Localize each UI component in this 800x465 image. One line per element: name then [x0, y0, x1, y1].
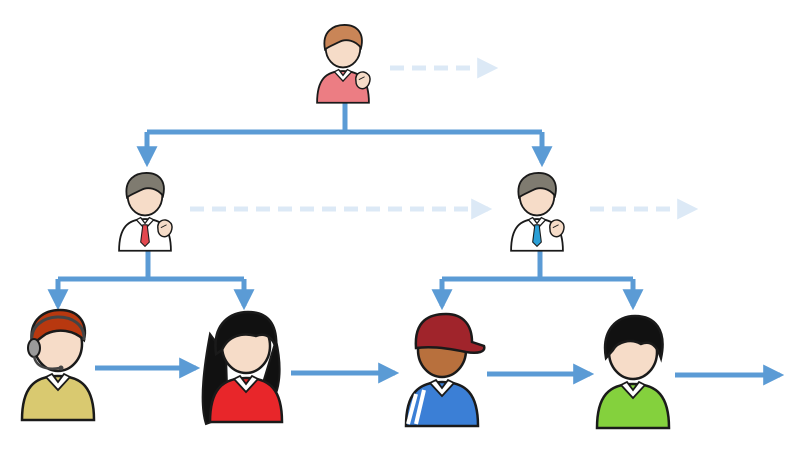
person-headset-icon — [20, 308, 96, 422]
person-long-black-hair-icon — [201, 310, 284, 426]
hierarchy-connectors — [47, 98, 644, 311]
person-red-cap-icon — [404, 312, 486, 428]
person-black-hair-icon — [595, 314, 671, 430]
person-gray-hair-tie-icon — [118, 172, 173, 252]
faded-dashed-arrows — [190, 57, 699, 220]
person-brown-hair-icon — [316, 24, 371, 104]
person-gray-hair-tie-icon — [510, 172, 565, 252]
peer-flow-arrows — [95, 357, 785, 386]
